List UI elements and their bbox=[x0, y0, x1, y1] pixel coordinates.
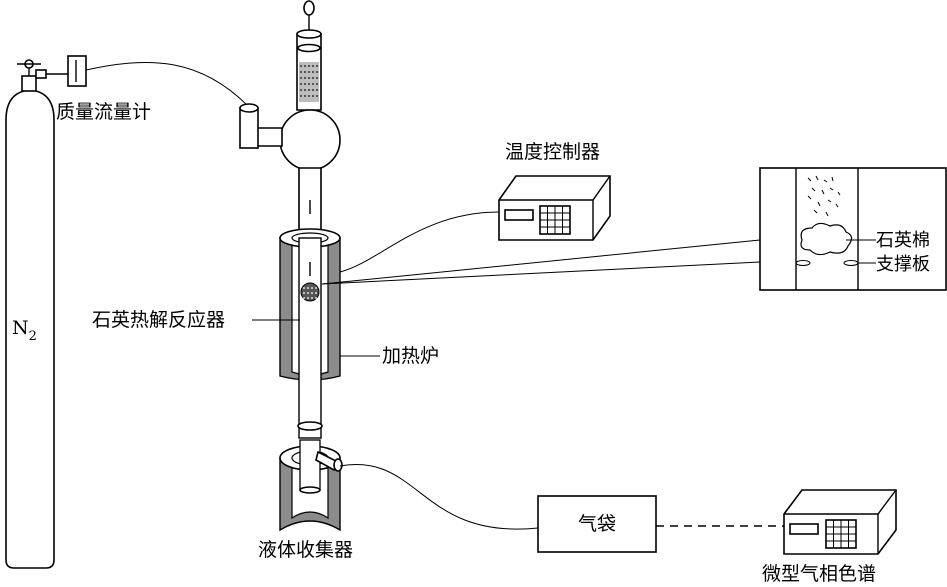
gc-keypad bbox=[825, 519, 857, 549]
gas-line-to-reactor bbox=[85, 61, 249, 107]
reactor-bulb bbox=[239, 103, 341, 171]
zoom-lines bbox=[321, 239, 761, 285]
quartz-reactor bbox=[297, 237, 323, 439]
mass-flow-meter-label: 质量流量计 bbox=[56, 101, 151, 123]
n2-cylinder bbox=[5, 59, 68, 569]
quartz-wool bbox=[800, 222, 853, 256]
sample-feed-particles bbox=[299, 62, 319, 102]
feeder-top bbox=[296, 0, 322, 111]
liquid-collector-label: 液体收集器 bbox=[258, 539, 353, 561]
micro-gc-label: 微型气相色谱 bbox=[762, 563, 876, 585]
mass-flow-meter bbox=[67, 55, 87, 87]
thermocouple-wire bbox=[339, 211, 500, 273]
temperature-controller bbox=[498, 175, 611, 241]
n2-label: N2 bbox=[12, 317, 37, 344]
temperature-controller-label: 温度控制器 bbox=[505, 141, 600, 163]
detail-particles bbox=[807, 175, 841, 217]
micro-gc bbox=[783, 489, 897, 555]
support-plate-label: 支撑板 bbox=[876, 254, 930, 275]
gas-bag bbox=[537, 495, 657, 553]
quartz-reactor-label: 石英热解反应器 bbox=[92, 309, 225, 331]
detail-inset bbox=[759, 167, 947, 291]
liquid-collector bbox=[279, 439, 343, 532]
gas-bag-label: 气袋 bbox=[578, 513, 616, 535]
furnace-label: 加热炉 bbox=[382, 345, 439, 367]
keypad bbox=[539, 205, 571, 235]
gas-line-to-bag bbox=[339, 464, 539, 530]
reactor-upper-tube bbox=[298, 167, 322, 231]
quartz-wool-label: 石英棉 bbox=[876, 230, 930, 251]
